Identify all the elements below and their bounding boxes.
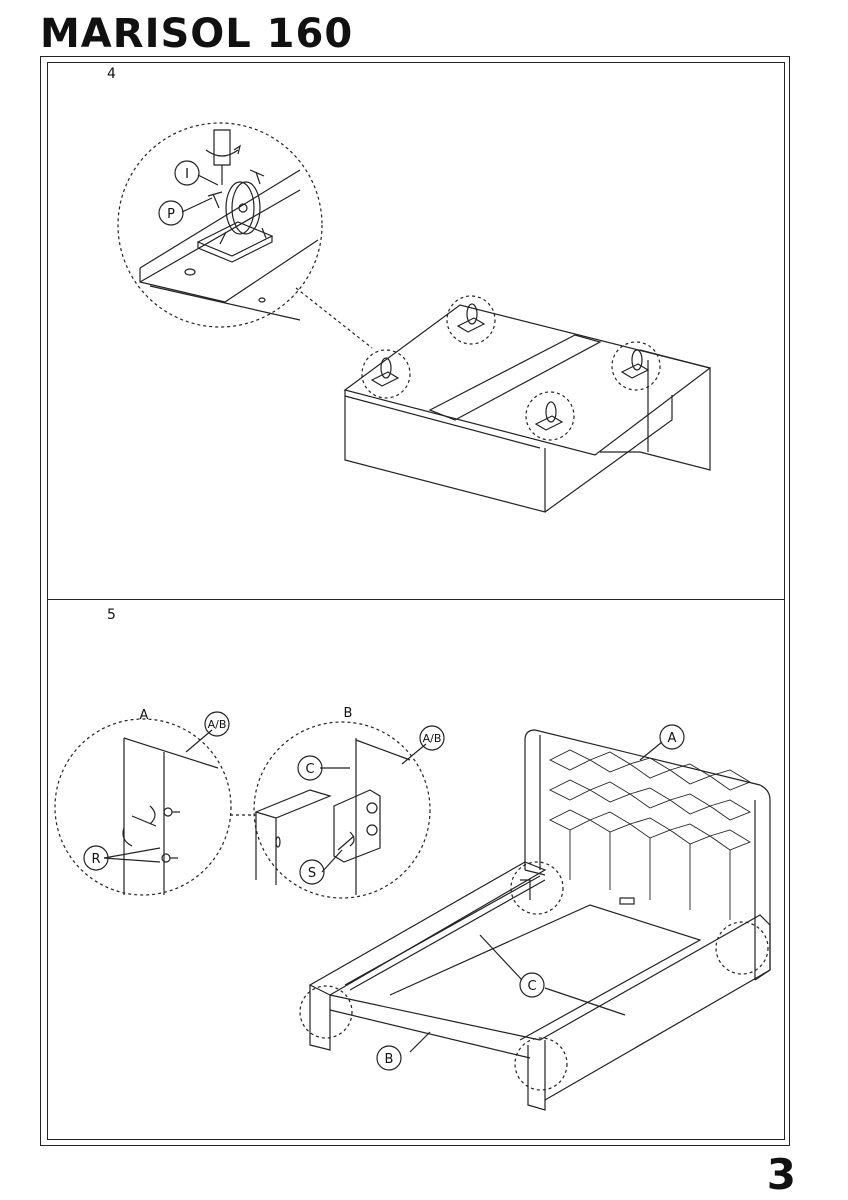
zoom-circle-detail-a [54, 718, 232, 896]
label-allen-s: S [308, 866, 316, 881]
label-part-c-detail: C [305, 762, 314, 777]
label-rail-c: C [527, 979, 536, 994]
label-plate-p: P [167, 207, 175, 222]
label-detail-a: A [140, 708, 149, 723]
outer-frame [40, 56, 790, 1146]
zoom-circle-caster [117, 122, 323, 328]
label-headboard-a: A [668, 731, 677, 746]
page-number: 3 [766, 1150, 796, 1199]
step-divider [47, 599, 785, 600]
label-ab-left: A/B [208, 718, 227, 731]
label-detail-b: B [344, 706, 353, 721]
page-title: MARISOL 160 [40, 11, 354, 57]
label-ab-right: A/B [423, 732, 442, 745]
inner-frame [47, 62, 785, 1140]
step-5-number: 5 [107, 607, 116, 623]
step-4-number: 4 [107, 66, 116, 82]
label-footboard-b: B [385, 1052, 394, 1067]
label-screw-i: I [185, 167, 189, 182]
zoom-circle-detail-b [253, 721, 431, 899]
label-allen-r: R [91, 852, 100, 867]
